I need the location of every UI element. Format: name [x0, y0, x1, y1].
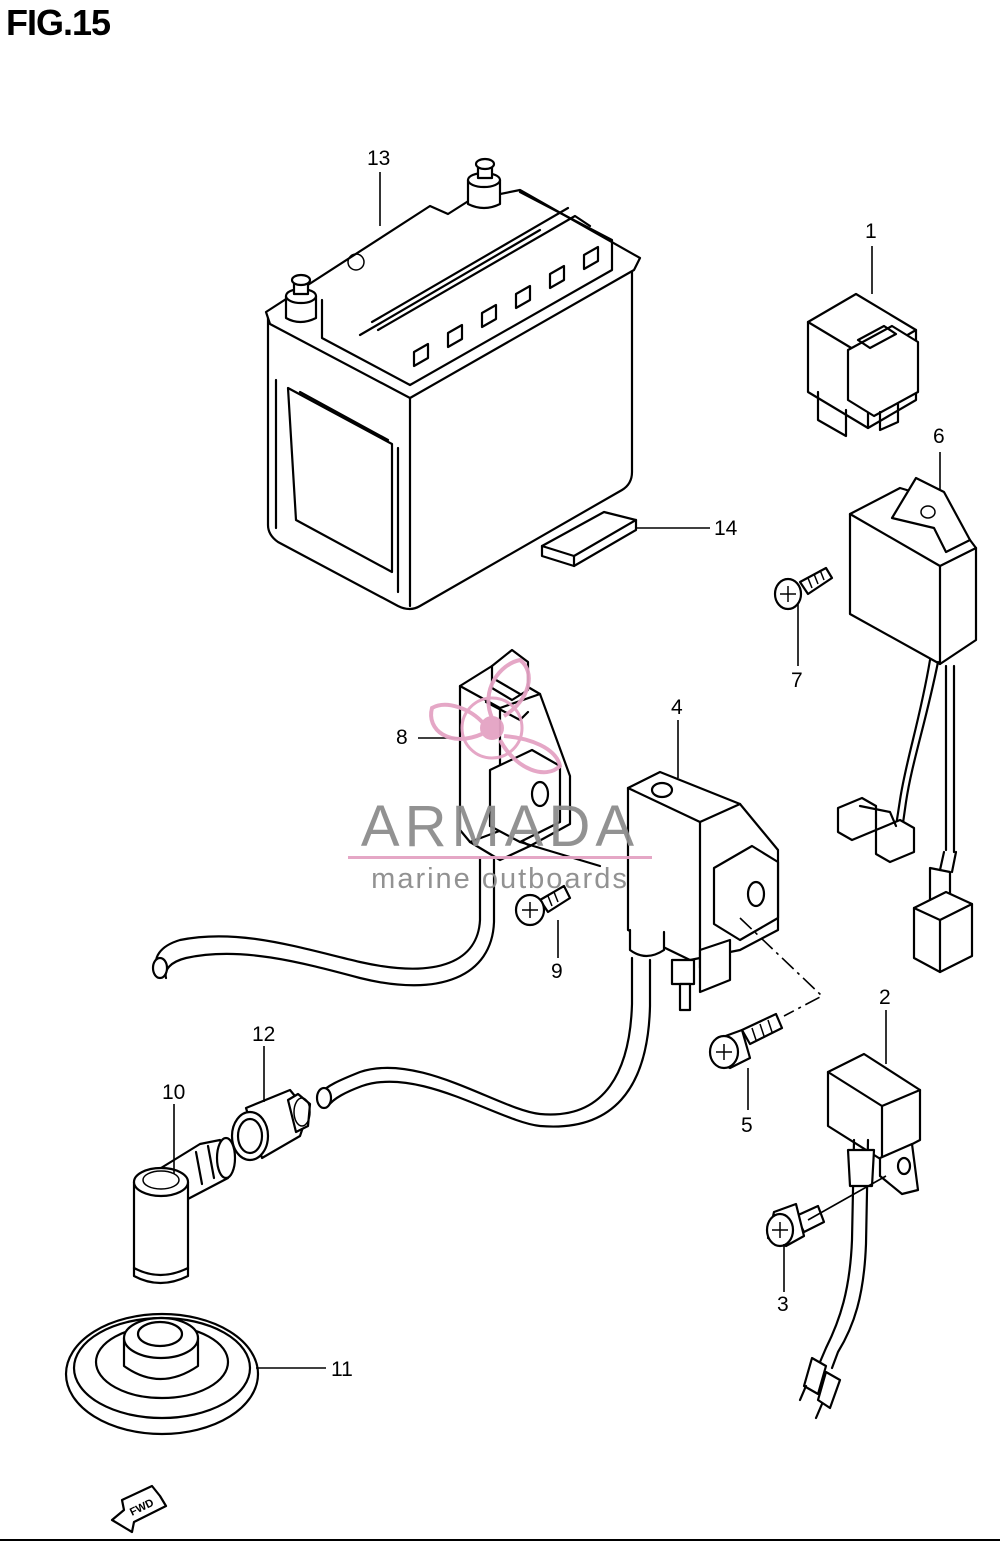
- callout-14: 14: [714, 517, 738, 540]
- callout-4: 4: [671, 696, 683, 719]
- callout-13: 13: [367, 147, 390, 170]
- relay: [806, 292, 920, 438]
- callout-7: 7: [791, 669, 803, 692]
- bolt-3: [765, 1175, 887, 1248]
- watermark-divider: [348, 856, 652, 859]
- fwd-arrow-icon: FWD: [110, 1484, 168, 1534]
- callout-3: 3: [777, 1293, 789, 1316]
- watermark-tagline: marine outboards: [371, 863, 629, 895]
- callout-8: 8: [396, 726, 408, 749]
- callout-10: 10: [162, 1081, 185, 1104]
- regulator: [798, 1052, 922, 1420]
- callout-9: 9: [551, 960, 563, 983]
- cdi-unit: [836, 476, 978, 974]
- ignition-coil: [315, 770, 824, 1128]
- watermark-brand: ARMADA: [361, 794, 639, 859]
- pulser-coil: [151, 648, 602, 987]
- callout-1: 1: [865, 220, 877, 243]
- battery: [264, 157, 642, 611]
- callout-5: 5: [741, 1114, 753, 1137]
- spark-plug-cap: [132, 1136, 237, 1285]
- armada-watermark: ARMADA marine outboards: [348, 657, 652, 895]
- bolt-5: [708, 1012, 784, 1070]
- battery-pad: [540, 510, 638, 568]
- screw-7: [773, 566, 834, 611]
- callout-6: 6: [933, 425, 945, 448]
- grommet: [64, 1312, 260, 1436]
- callout-2: 2: [879, 986, 891, 1009]
- callout-11: 11: [331, 1358, 353, 1381]
- callout-12: 12: [252, 1023, 275, 1046]
- figure-title: FIG.15: [6, 2, 111, 43]
- spark-plug-cap-nut: [230, 1088, 312, 1162]
- screw-9: [514, 884, 572, 927]
- propeller-logo-icon: [429, 657, 563, 775]
